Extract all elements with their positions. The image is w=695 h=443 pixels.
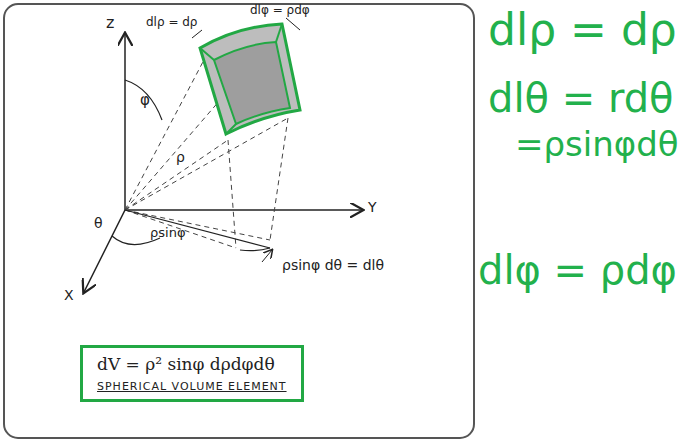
annotation: =ρsinφdθ xyxy=(515,126,679,163)
annotation: dlρ = dρ xyxy=(488,6,677,54)
angle-label: θ xyxy=(94,216,103,231)
formula-box: dV = ρ² sinφ dρdφdθSPHERICAL VOLUME ELEM… xyxy=(80,345,304,402)
dimension-label: dlφ = ρdφ xyxy=(250,4,310,17)
radius-label: ρ xyxy=(176,150,185,165)
caption-text: SPHERICAL VOLUME ELEMENT xyxy=(97,380,287,393)
axis-label: Y xyxy=(368,200,377,215)
dimension-label: ρsinφ xyxy=(150,226,185,240)
axis-label: z xyxy=(106,14,114,32)
frame xyxy=(4,4,474,438)
dimension-label: dlρ = dρ xyxy=(146,16,198,29)
dimension-label: ρsinφ dθ = dlθ xyxy=(282,258,384,273)
annotation: dlφ = ρdφ xyxy=(478,248,677,292)
annotation: dlθ = rdθ xyxy=(488,76,674,120)
angle-label: φ xyxy=(140,92,150,109)
formula: dV = ρ² sinφ dρdφdθ xyxy=(97,354,287,374)
axis-label: X xyxy=(64,288,74,303)
